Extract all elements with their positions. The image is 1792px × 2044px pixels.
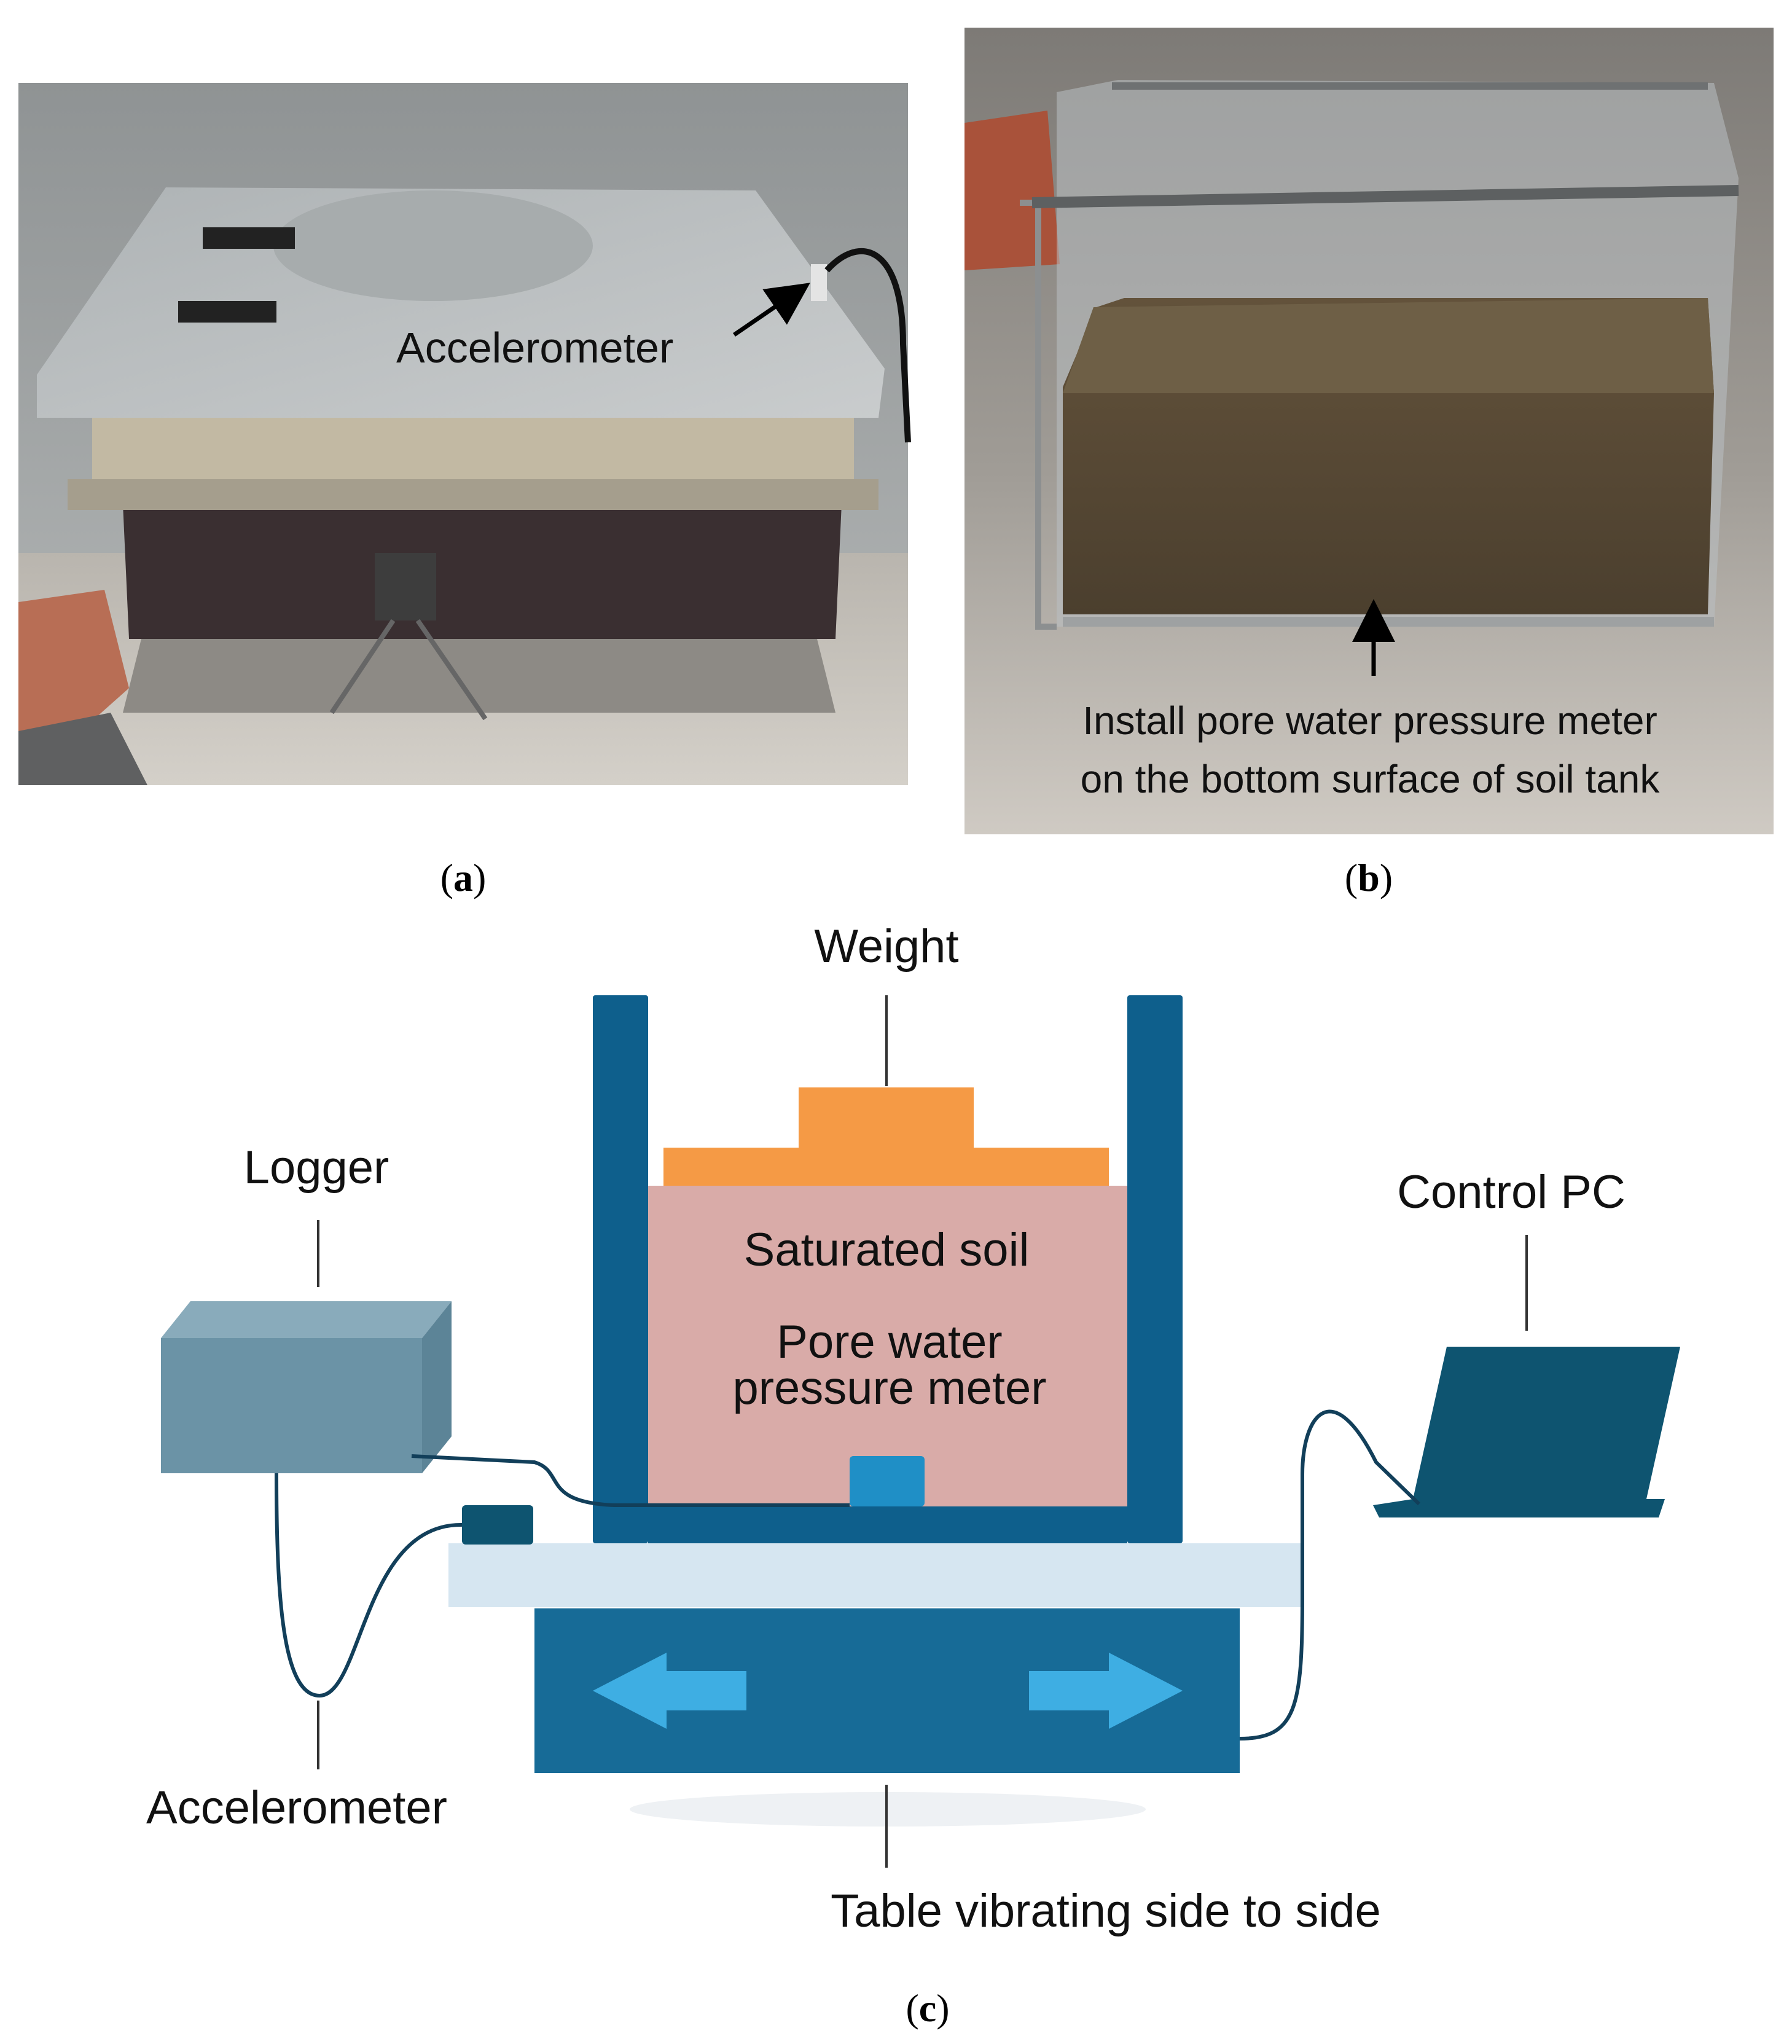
- pc-cable: [1239, 1409, 1421, 1741]
- caption-b: (b): [1345, 856, 1393, 899]
- saturated-soil: [648, 1186, 1127, 1506]
- weight-label: Weight: [814, 920, 958, 973]
- panel-a-base-plate: [123, 639, 835, 713]
- right-arrow-icon: [1029, 1653, 1183, 1729]
- panel-a-arrow: [733, 283, 810, 337]
- panel-b-frame-top: [1031, 185, 1739, 208]
- logger-side-face: [422, 1301, 452, 1473]
- logger-label: Logger: [244, 1141, 389, 1194]
- panel-b-annotation-line1: Install pore water pressure meter: [1082, 699, 1657, 743]
- pore-meter-label-line1: Pore water: [777, 1316, 1003, 1368]
- panel-a-foam: [18, 713, 147, 785]
- laptop-screen: [1413, 1347, 1680, 1499]
- panel-a-cable: [824, 248, 911, 443]
- weight-top-block: [799, 1087, 974, 1149]
- panel-a-housing-lip: [68, 479, 878, 510]
- panel-a-accelerometer-label: Accelerometer: [396, 324, 673, 372]
- panel-b-red-board: [964, 111, 1060, 270]
- panel-a-housing: [92, 418, 854, 485]
- accelerometer-label: Accelerometer: [146, 1782, 447, 1834]
- left-arrow-icon: [593, 1653, 746, 1729]
- saturated-soil-label: Saturated soil: [744, 1224, 1030, 1276]
- panel-b-frame-left: [1020, 200, 1057, 630]
- panel-a-bracket-2: [178, 301, 276, 323]
- panel-a-bracket-1: [203, 227, 295, 249]
- accelerometer-cable: [275, 1473, 463, 1698]
- sensor-cable: [411, 1454, 850, 1507]
- weight-base-block: [663, 1148, 1109, 1186]
- panel-b-annotation-line2: on the bottom surface of soil tank: [1081, 757, 1661, 801]
- panel-b-soil-top: [1063, 298, 1714, 393]
- panel-a-cloth: [18, 590, 129, 737]
- logger-top-face: [161, 1301, 452, 1338]
- pore-pressure-sensor: [850, 1456, 925, 1506]
- accelerometer-device: [462, 1505, 533, 1545]
- panel-b-photo: Install pore water pressure meter on the…: [964, 28, 1774, 834]
- panel-a-table-base: [123, 504, 842, 639]
- table-label: Table vibrating side to side: [831, 1885, 1381, 1937]
- table-platform: [448, 1543, 1302, 1607]
- panel-a-plate-stain: [273, 190, 593, 301]
- control-pc-label: Control PC: [1397, 1166, 1626, 1218]
- panel-a-photo: Accelerometer: [18, 83, 911, 785]
- panel-a-accelerometer-device: [811, 264, 827, 301]
- pore-meter-label-line2: pressure meter: [732, 1362, 1046, 1414]
- caption-c: (c): [906, 1986, 949, 2030]
- tank-bottom: [648, 1506, 1127, 1543]
- tank-wall-left: [593, 995, 648, 1543]
- panel-a-tripod-leg: [329, 619, 396, 715]
- panel-a-tripod-leg: [415, 619, 488, 721]
- tank-wall-right: [1127, 995, 1183, 1543]
- caption-a: (a): [440, 856, 487, 899]
- laptop-base: [1373, 1499, 1665, 1517]
- panel-c-diagram: Weight Logger Control PC Saturated soil …: [146, 920, 1680, 1937]
- panel-a-tripod-device: [375, 553, 436, 621]
- logger-box: [161, 1338, 422, 1473]
